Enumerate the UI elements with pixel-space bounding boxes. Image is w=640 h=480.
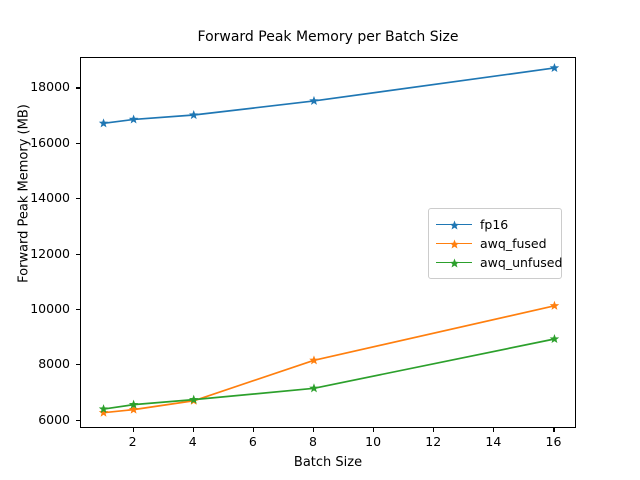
x-tick-mark: [132, 428, 134, 432]
series-line: [102, 67, 556, 125]
star-icon: [449, 220, 460, 230]
series-line: [102, 338, 556, 410]
legend-swatch: [436, 256, 472, 270]
y-tick-label: 14000: [30, 190, 70, 206]
legend-item-awq_fused[interactable]: awq_fused: [436, 234, 553, 253]
legend: fp16 awq_fused awq_unfused: [428, 208, 562, 279]
y-tick-mark: [76, 419, 80, 421]
y-tick-label: 18000: [30, 79, 70, 95]
y-tick-label: 8000: [38, 356, 70, 372]
y-tick-label: 12000: [30, 245, 70, 261]
data-point-marker: [128, 399, 139, 409]
x-tick-label: 16: [545, 434, 562, 449]
data-point-marker: [309, 95, 319, 105]
data-point-marker: [98, 118, 109, 128]
y-tick-mark: [76, 198, 80, 200]
star-icon: [449, 239, 460, 249]
data-point-marker: [309, 355, 319, 365]
data-point-marker: [549, 334, 560, 344]
legend-swatch: [436, 237, 472, 251]
series-canvas: [98, 62, 560, 417]
series-line: [102, 304, 556, 414]
y-tick-mark: [76, 364, 80, 366]
x-tick-mark: [553, 428, 555, 432]
legend-label: awq_unfused: [480, 254, 563, 270]
x-tick-mark: [192, 428, 194, 432]
x-tick-mark: [433, 428, 435, 432]
data-point-marker: [128, 404, 139, 414]
x-tick-mark: [252, 428, 254, 432]
x-tick-mark: [373, 428, 375, 432]
y-tick-mark: [76, 87, 80, 89]
x-tick-label: 8: [308, 434, 317, 449]
y-tick-mark: [76, 253, 80, 255]
x-tick-label: 10: [365, 434, 382, 449]
data-point-marker: [98, 407, 109, 417]
data-point-marker: [549, 62, 560, 73]
x-tick-label: 2: [128, 434, 137, 449]
legend-swatch: [436, 218, 472, 232]
legend-item-fp16[interactable]: fp16: [436, 215, 553, 234]
data-point-marker: [98, 404, 109, 414]
x-axis-label: Batch Size: [293, 455, 363, 470]
x-tick-label: 6: [248, 434, 257, 449]
y-tick-label: 6000: [38, 411, 70, 427]
y-tick-mark: [76, 308, 80, 311]
x-tick-label: 14: [485, 434, 502, 449]
legend-item-awq_unfused[interactable]: awq_unfused: [436, 253, 562, 272]
star-icon: [449, 258, 460, 268]
y-tick-label: 16000: [30, 134, 70, 150]
chart-title: Forward Peak Memory per Batch Size: [197, 29, 459, 45]
x-tick-mark: [312, 428, 315, 432]
series-awq_unfused: [98, 334, 560, 414]
x-tick-label: 12: [425, 434, 442, 449]
series-awq_fused: [98, 300, 560, 417]
x-tick-mark: [493, 428, 495, 432]
data-point-marker: [309, 383, 319, 393]
legend-label: awq_fused: [480, 235, 547, 251]
data-point-marker: [188, 394, 199, 404]
x-tick-label: 4: [188, 434, 197, 449]
data-point-marker: [188, 110, 199, 120]
y-tick-mark: [76, 142, 80, 144]
series-fp16: [98, 62, 560, 128]
legend-label: fp16: [480, 216, 509, 232]
y-tick-label: 10000: [30, 300, 70, 316]
data-point-marker: [549, 300, 560, 310]
data-point-marker: [128, 114, 139, 124]
